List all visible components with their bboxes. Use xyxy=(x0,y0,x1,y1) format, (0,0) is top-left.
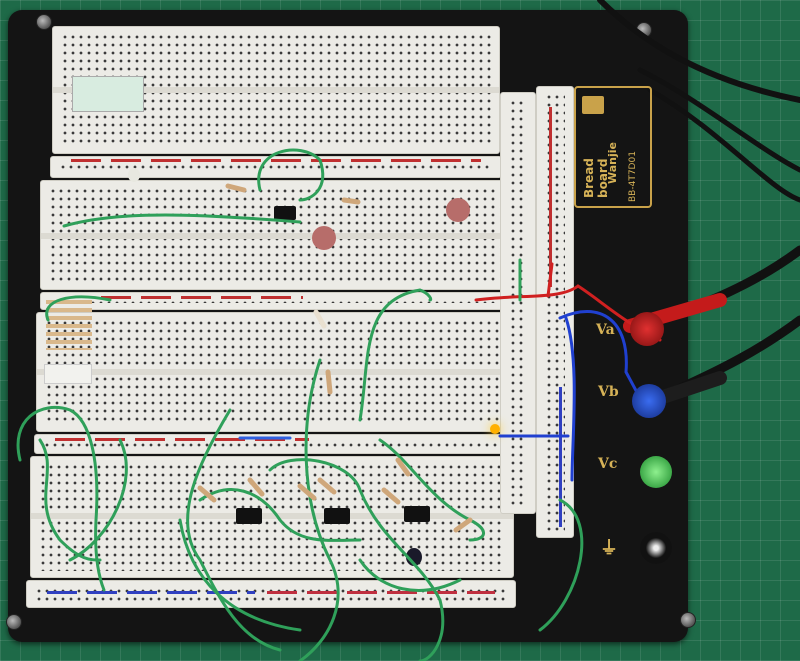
ic-chip xyxy=(404,506,430,522)
resistor-icon xyxy=(325,369,333,395)
black-power-lead xyxy=(647,87,800,203)
led-bar-graph xyxy=(72,76,144,112)
blue-jumper-wire xyxy=(558,310,642,400)
blue-jumper-wire xyxy=(564,316,576,482)
screw-icon xyxy=(6,614,22,630)
resistor-icon xyxy=(341,197,361,205)
screw-icon xyxy=(680,612,696,628)
green-jumper-wire xyxy=(198,488,362,542)
resistor-icon xyxy=(395,457,411,477)
green-jumper-wire xyxy=(16,405,106,592)
ic-chip xyxy=(324,508,350,524)
breadboard-strip xyxy=(30,456,514,578)
resistor-icon xyxy=(247,477,265,497)
green-jumper-wire xyxy=(68,438,128,562)
green-jumper-wire xyxy=(38,438,102,562)
resistor-icon xyxy=(381,487,401,505)
power-rail-vertical xyxy=(500,92,536,514)
red-jumper-wire xyxy=(546,262,554,298)
breadboard-label-plate: Bread board Wanjie BB-4T7D01 xyxy=(574,86,652,208)
red-jumper-wire xyxy=(474,284,662,342)
breadboard-strip xyxy=(50,156,502,178)
brand-logo-icon xyxy=(582,96,604,114)
green-jumper-wire xyxy=(178,518,302,632)
screw-icon xyxy=(36,14,52,30)
green-jumper-wire xyxy=(358,288,433,422)
breadboard-strip xyxy=(36,312,508,432)
black-power-lead xyxy=(637,67,800,173)
terminal-label-vb: Vb xyxy=(598,384,619,400)
terminal-label-vc: Vc xyxy=(598,456,618,472)
binding-post-vb[interactable] xyxy=(632,384,666,418)
terminal-label-ground: ⏚ xyxy=(600,538,618,559)
resistor-icon xyxy=(197,485,217,503)
resistor-icon xyxy=(297,483,317,501)
resistor-icon xyxy=(317,477,337,495)
potentiometer-icon xyxy=(312,226,336,250)
led-icon xyxy=(490,424,500,434)
green-jumper-wire xyxy=(62,213,302,228)
board-maker: Wanjie xyxy=(606,142,619,184)
breadboard-strip xyxy=(26,580,516,608)
resistor-icon xyxy=(225,183,247,193)
binding-post-va[interactable] xyxy=(630,312,664,346)
binding-post-vc[interactable] xyxy=(640,456,672,488)
green-jumper-wire xyxy=(538,498,584,632)
black-power-lead xyxy=(597,0,800,103)
ic-chip xyxy=(236,508,262,524)
green-jumper-wire xyxy=(298,358,340,661)
resistor-array xyxy=(46,300,92,350)
green-jumper-wire xyxy=(358,558,462,592)
terminal-label-va: Va xyxy=(596,322,615,338)
binding-post-ground[interactable] xyxy=(640,532,672,564)
potentiometer-icon xyxy=(446,198,470,222)
resistor-icon xyxy=(313,309,327,329)
breadboard-strip xyxy=(40,180,504,290)
ic-chip xyxy=(274,206,296,220)
green-jumper-wire xyxy=(45,295,112,322)
green-jumper-wire xyxy=(186,408,282,652)
led-array xyxy=(44,364,92,384)
green-jumper-wire xyxy=(378,438,485,542)
green-jumper-wire xyxy=(257,148,324,202)
power-rail-vertical xyxy=(536,86,574,538)
board-model: BB-4T7D01 xyxy=(628,151,638,202)
resistor-icon xyxy=(453,517,473,533)
green-jumper-wire xyxy=(268,458,445,661)
led-icon xyxy=(128,168,140,182)
black-power-lead xyxy=(675,315,800,393)
